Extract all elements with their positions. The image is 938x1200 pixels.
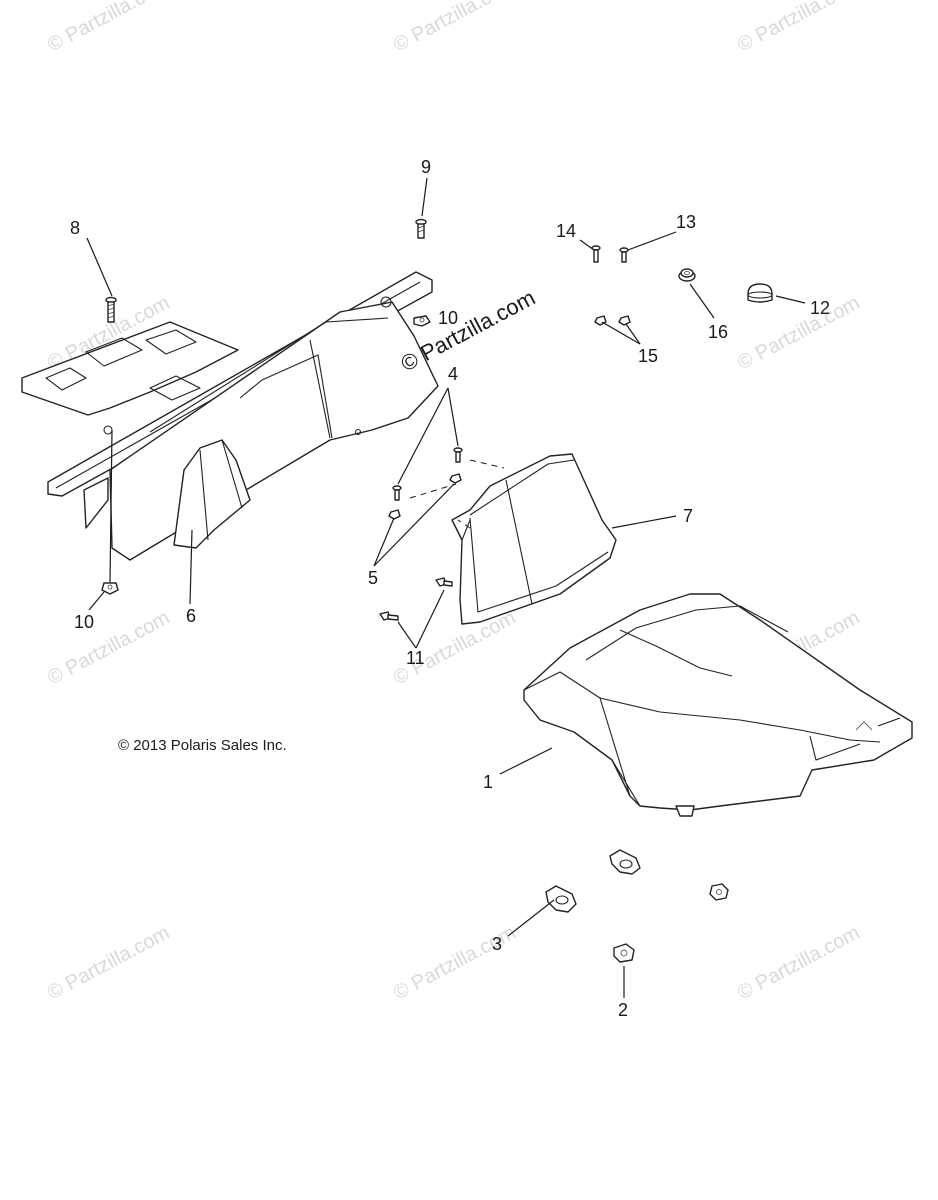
callout-15: 15	[638, 346, 658, 366]
copyright-notice: © 2013 Polaris Sales Inc.	[118, 737, 287, 754]
screw-part-9	[415, 218, 427, 239]
callout-11: 11	[406, 648, 425, 668]
watermark: © Partzilla.com	[390, 0, 519, 56]
callout-3: 3	[492, 934, 502, 954]
callout-10-left: 10	[74, 612, 94, 632]
cap-part-12	[747, 283, 773, 303]
callout-12: 12	[810, 298, 830, 318]
callout-16: 16	[708, 322, 728, 342]
callout-7: 7	[683, 506, 693, 526]
callout-4: 4	[448, 364, 458, 384]
callout-6: 6	[186, 606, 196, 626]
backrest-pad-part-7	[451, 453, 617, 625]
rear-rack-panel-part-6	[21, 271, 439, 561]
watermark: © Partzilla.com	[44, 0, 173, 56]
nut-part-15	[594, 315, 631, 326]
nut-part-10	[101, 582, 119, 595]
nut-part-5	[388, 473, 462, 520]
watermark: © Partzilla.com	[734, 922, 863, 1005]
callout-10-upper: 10	[438, 308, 458, 328]
callout-numbers: 1 2 3 4 5 6 7 8 9 10 10 11 12 13 14 15 1…	[70, 157, 830, 1020]
screw-part-4	[392, 447, 463, 501]
callout-14: 14	[556, 221, 576, 241]
bolt-part-11	[379, 577, 453, 621]
watermark: © Partzilla.com	[44, 922, 173, 1005]
callout-5: 5	[368, 568, 378, 588]
leader-lines	[86, 177, 806, 998]
screw-part-13	[619, 247, 629, 263]
clip-part-3	[545, 849, 641, 913]
watermark: © Partzilla.com	[44, 607, 173, 690]
callout-1: 1	[483, 772, 493, 792]
callout-13: 13	[676, 212, 696, 232]
watermark: © Partzilla.com	[734, 292, 863, 375]
callout-8: 8	[70, 218, 80, 238]
grommet-part-16	[678, 268, 696, 282]
nut-part-2	[613, 883, 729, 963]
watermark: © Partzilla.com	[734, 0, 863, 56]
nut-part-10-upper	[413, 315, 431, 327]
callout-2: 2	[618, 1000, 628, 1020]
seat-part-1	[523, 593, 913, 817]
long-screw-part-8	[105, 296, 117, 323]
screw-part-14	[591, 245, 601, 263]
callout-9: 9	[421, 157, 431, 177]
